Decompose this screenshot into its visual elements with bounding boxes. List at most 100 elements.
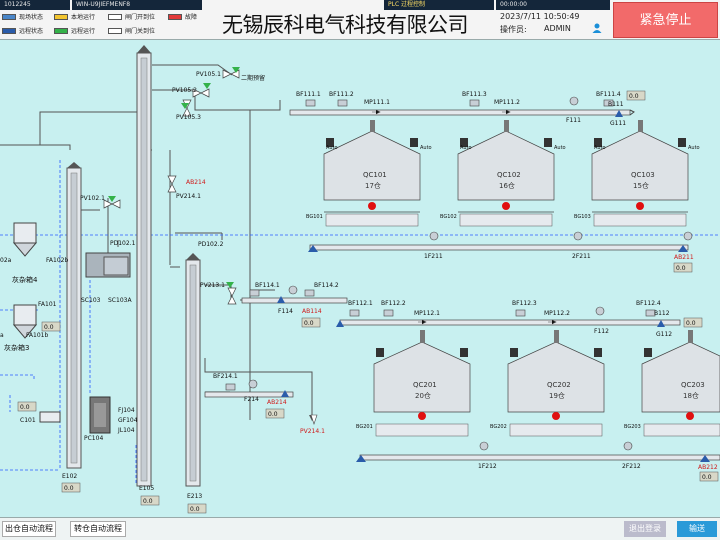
conveyor-f212 xyxy=(356,441,720,462)
bf111-4-label: BF111.4 xyxy=(596,91,621,98)
conveyor-112 xyxy=(336,306,681,327)
b111-label: B111 xyxy=(608,101,624,108)
silos-row1 xyxy=(323,120,689,227)
left-equipment xyxy=(12,222,131,434)
conveyor-f211 xyxy=(308,231,693,252)
pv213-1-label: PV213.1 xyxy=(200,282,225,289)
value-readout: 0.0 xyxy=(190,506,200,513)
convey-button[interactable]: 输送 xyxy=(677,521,717,537)
auto-tag: Auto xyxy=(460,145,472,151)
value-readout: 0.0 xyxy=(676,265,686,272)
bg101-label: BG101 xyxy=(306,214,323,220)
qc203-bin-label: 18仓 xyxy=(683,391,699,400)
operator-label: 操作员: xyxy=(500,25,527,34)
transfer-auto-flow-button[interactable]: 转仓自动流程 xyxy=(70,521,126,537)
bf214-1-label: BF214.1 xyxy=(213,373,238,380)
value-readout: 0.0 xyxy=(44,324,54,331)
legend-swatch xyxy=(2,28,16,34)
value-readout: 0.0 xyxy=(143,498,153,505)
value-readout: 0.0 xyxy=(686,320,696,327)
user-icon[interactable] xyxy=(591,22,603,34)
pv105-2-label: PV105.2 xyxy=(172,87,197,94)
pv105-1-label: PV105.1 xyxy=(196,71,221,78)
ab114-label: AB114 xyxy=(302,308,322,315)
qc202-bin-label: 19仓 xyxy=(549,391,565,400)
ab211-label: AB211 xyxy=(674,254,694,261)
e213-label: E213 xyxy=(187,493,202,500)
qc102-label: QC102 xyxy=(497,171,521,179)
footer-bar: 出仓自动流程 转仓自动流程 退出登录 输送 xyxy=(0,517,720,540)
bf111-3-label: BF111.3 xyxy=(462,91,487,98)
bf112-4-label: BF112.4 xyxy=(636,300,661,307)
mp112-2-label: MP112.2 xyxy=(544,310,570,317)
ab212-label: AB212 xyxy=(698,464,718,471)
date-time: 2023/7/11 10:50:49 xyxy=(500,12,580,21)
dust-box-4-label: 灰杂箱4 xyxy=(12,275,38,284)
mp111-1-label: MP111.1 xyxy=(364,99,390,106)
legend-fault: 故障 xyxy=(168,13,197,22)
value-readout: 0.0 xyxy=(20,404,30,411)
valves[interactable] xyxy=(103,67,240,305)
f111-label: F111 xyxy=(566,117,581,124)
qc203-label: QC203 xyxy=(681,381,705,389)
bf114-1-label: BF114.1 xyxy=(255,282,280,289)
blue-dashed-lines xyxy=(0,160,720,485)
pd102-1-label: PD102.1 xyxy=(110,240,136,247)
fa102b-label: FA102b xyxy=(46,257,68,264)
c101-label: C101 xyxy=(20,417,36,424)
mid-conveyors xyxy=(204,285,348,425)
process-diagram: E105 E213 E102 FA102b 02a 灰杂箱4 FA101 FA1… xyxy=(0,45,720,514)
bf111-1-label: BF111.1 xyxy=(296,91,321,98)
e102-label: E102 xyxy=(62,473,77,480)
legend-swatch xyxy=(108,28,122,34)
fa101b-label: FA101b xyxy=(26,332,48,339)
auto-tag: Auto xyxy=(420,145,432,151)
f2f211-label: 2F211 xyxy=(572,253,591,260)
value-readout: 0.0 xyxy=(268,411,278,418)
logout-button[interactable]: 退出登录 xyxy=(624,521,666,537)
ab214b-label: AB214 xyxy=(267,399,287,406)
operator-name: ADMIN xyxy=(544,24,571,33)
value-readout: 0.0 xyxy=(304,320,314,327)
emergency-stop-button[interactable]: 紧急停止 xyxy=(613,2,718,38)
qc201-label: QC201 xyxy=(413,381,437,389)
qc201-bin-label: 20仓 xyxy=(415,391,431,400)
fa101-label: FA101 xyxy=(38,301,57,308)
system-code: 1012245 xyxy=(0,0,70,10)
fj104-label: FJ104 xyxy=(118,407,135,414)
legend-swatch xyxy=(168,14,182,20)
legend-swatch xyxy=(2,14,16,20)
pipelines xyxy=(0,64,345,421)
mp112-1-label: MP112.1 xyxy=(414,310,440,317)
qc101-bin-label: 17仓 xyxy=(365,181,381,190)
f112-label: F112 xyxy=(594,328,609,335)
f2f212-label: 2F212 xyxy=(622,463,641,470)
value-readout: 0.0 xyxy=(64,485,74,492)
bf112-3-label: BF112.3 xyxy=(512,300,537,307)
clock-readout: 00:00:00 xyxy=(496,0,610,10)
pv214-1b-label: PV214.1 xyxy=(300,428,325,435)
pv214-1-label: PV214.1 xyxy=(176,193,201,200)
ab214-label: AB214 xyxy=(186,179,206,186)
f214-label: F214 xyxy=(244,396,259,403)
legend-swatch xyxy=(54,14,68,20)
bg201-label: BG201 xyxy=(356,424,373,430)
legend-remote-status: 远程状态 xyxy=(2,27,43,36)
legend-field-status: 现场状态 xyxy=(2,13,43,22)
bg203-label: BG203 xyxy=(624,424,641,430)
e105-label: E105 xyxy=(139,485,154,492)
bg202-label: BG202 xyxy=(490,424,507,430)
bg103-label: BG103 xyxy=(574,214,591,220)
legend-remote-run: 远程运行 xyxy=(54,27,95,36)
f212-label: 1F212 xyxy=(478,463,497,470)
header-bar: 1012245 WIN-U9JIEFMENF8 PLC 过程控制 00:00:0… xyxy=(0,0,720,40)
value-readout: 0.0 xyxy=(702,474,712,481)
bucket-elevators xyxy=(66,45,201,487)
gf104-label: GF104 xyxy=(118,417,138,424)
bf111-2-label: BF111.2 xyxy=(329,91,354,98)
outbound-auto-flow-button[interactable]: 出仓自动流程 xyxy=(2,521,56,537)
legend-gate-open: 闸门开到位 xyxy=(108,13,155,22)
legend-local-run: 本地运行 xyxy=(54,13,95,22)
value-readout: 0.0 xyxy=(629,93,639,100)
